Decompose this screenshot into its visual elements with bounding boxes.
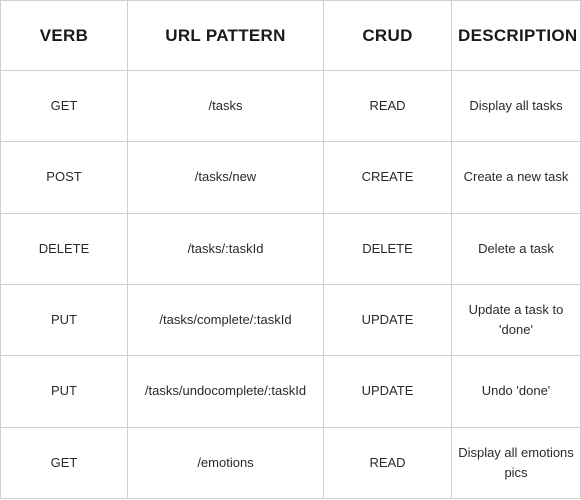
cell-verb: POST	[0, 141, 128, 214]
table-row: GET /tasks READ Display all tasks	[0, 69, 581, 143]
cell-crud: UPDATE	[323, 283, 452, 357]
cell-description: Delete a task	[451, 212, 581, 285]
table-row: PUT /tasks/undocomplete/:taskId UPDATE U…	[0, 355, 581, 428]
table-row: DELETE /tasks/:taskId DELETE Delete a ta…	[0, 212, 581, 285]
header-verb: VERB	[0, 0, 128, 71]
cell-crud: DELETE	[323, 212, 452, 285]
cell-url-pattern: /tasks/complete/:taskId	[127, 283, 324, 357]
table-row: POST /tasks/new CREATE Create a new task	[0, 141, 581, 214]
cell-url-pattern: /tasks	[127, 69, 324, 143]
cell-description: Display all tasks	[451, 69, 581, 143]
cell-url-pattern: /emotions	[127, 426, 324, 500]
cell-verb: GET	[0, 69, 128, 143]
cell-description: Create a new task	[451, 141, 581, 214]
cell-crud: CREATE	[323, 141, 452, 214]
cell-description: Display all emotions pics	[451, 426, 581, 500]
table-body: GET /tasks READ Display all tasks POST /…	[0, 69, 581, 500]
cell-description: Update a task to 'done'	[451, 283, 581, 357]
header-row: VERB URL PATTERN CRUD DESCRIPTION	[0, 0, 581, 71]
cell-url-pattern: /tasks/new	[127, 141, 324, 214]
cell-crud: READ	[323, 69, 452, 143]
table-row: GET /emotions READ Display all emotions …	[0, 426, 581, 500]
cell-crud: UPDATE	[323, 355, 452, 428]
table-header: VERB URL PATTERN CRUD DESCRIPTION	[0, 0, 581, 71]
cell-verb: GET	[0, 426, 128, 500]
cell-description: Undo 'done'	[451, 355, 581, 428]
cell-url-pattern: /tasks/:taskId	[127, 212, 324, 285]
header-description: DESCRIPTION	[451, 0, 581, 71]
header-url-pattern: URL PATTERN	[127, 0, 324, 71]
cell-verb: PUT	[0, 283, 128, 357]
cell-verb: DELETE	[0, 212, 128, 285]
cell-url-pattern: /tasks/undocomplete/:taskId	[127, 355, 324, 428]
table-row: PUT /tasks/complete/:taskId UPDATE Updat…	[0, 283, 581, 357]
cell-verb: PUT	[0, 355, 128, 428]
header-crud: CRUD	[323, 0, 452, 71]
cell-crud: READ	[323, 426, 452, 500]
